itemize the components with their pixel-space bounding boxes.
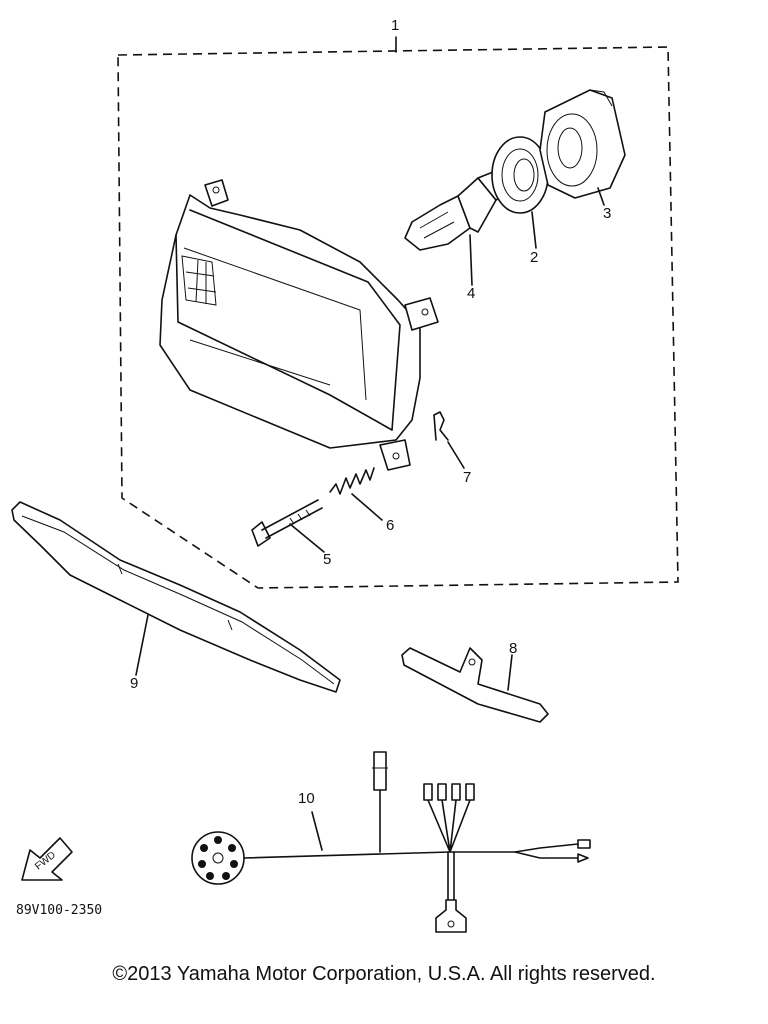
callout-7: 7 [463, 469, 471, 486]
spring [329, 467, 383, 521]
callout-1: 1 [391, 17, 399, 34]
callout-3: 3 [603, 205, 611, 222]
callout-5: 5 [323, 551, 331, 568]
callout-9: 9 [130, 675, 138, 692]
side-bracket [401, 647, 549, 723]
clip [433, 411, 465, 469]
headlight-assembly-boundary [117, 36, 679, 589]
callout-2: 2 [530, 249, 538, 266]
callout-8: 8 [509, 640, 517, 657]
callout-10: 10 [298, 790, 315, 807]
callout-4: 4 [467, 285, 475, 302]
bulb-cover [539, 89, 626, 206]
headlight-unit [159, 179, 439, 471]
lower-bracket [11, 501, 341, 693]
bulb-socket [491, 136, 549, 249]
fwd-arrow-icon: FWD [21, 837, 73, 881]
callout-6: 6 [386, 517, 394, 534]
drawing-code: 89V100-2350 [16, 903, 102, 918]
wire-harness [191, 751, 591, 933]
copyright-notice: ©2013 Yamaha Motor Corporation, U.S.A. A… [112, 963, 656, 985]
screw [251, 499, 325, 553]
